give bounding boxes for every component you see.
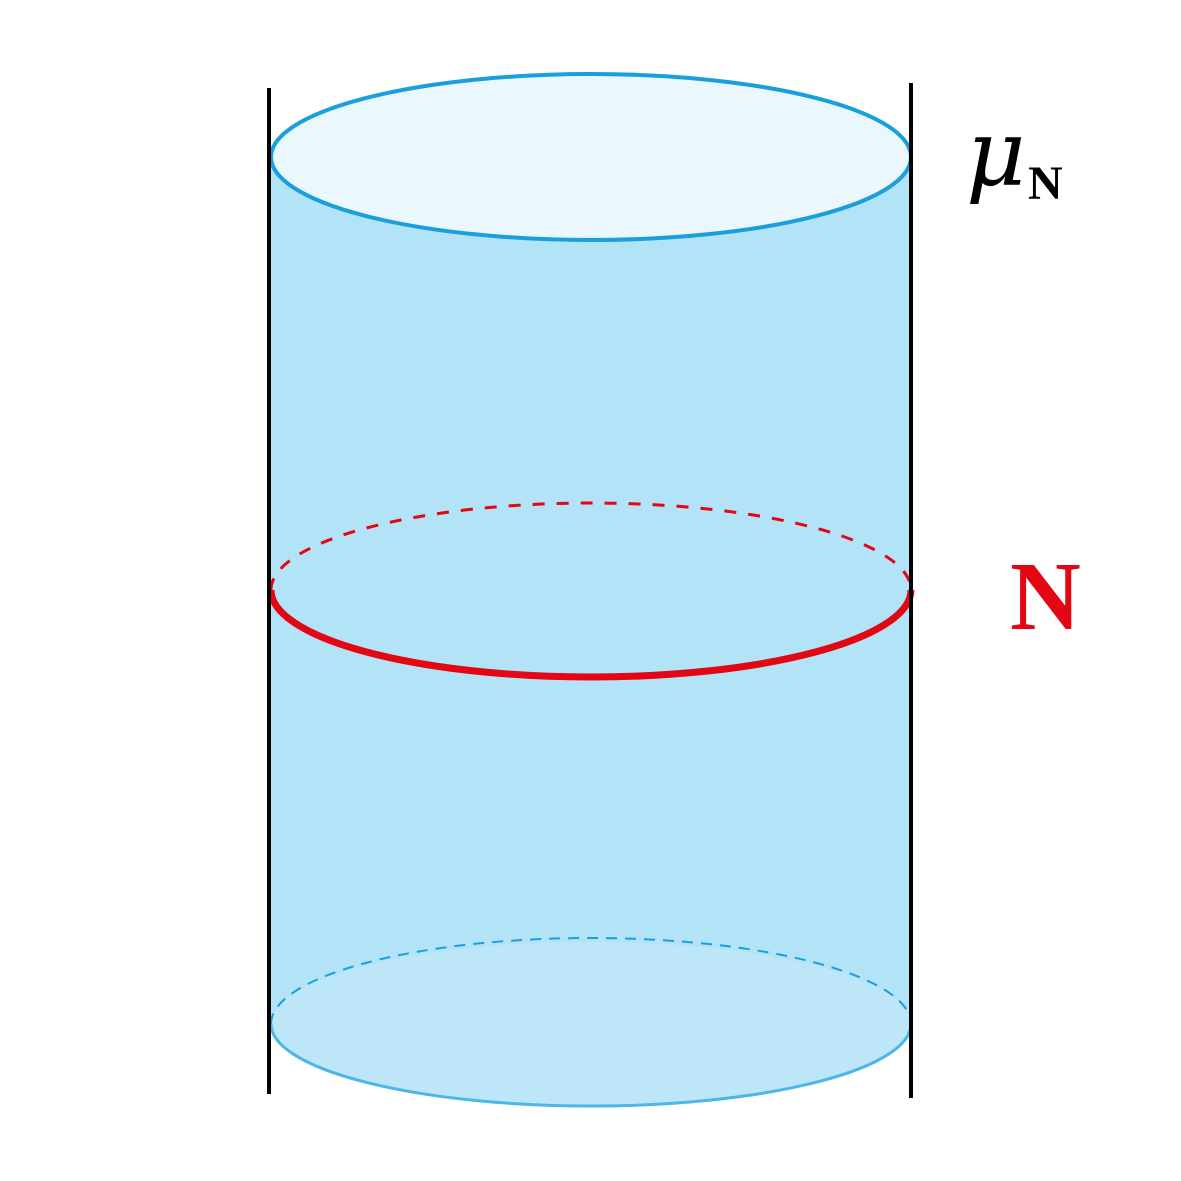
top-face	[269, 72, 913, 242]
slice-back	[269, 501, 913, 591]
slice-front	[267, 589, 915, 681]
slice-n-label: N	[1010, 543, 1081, 651]
bottom-rim-back	[270, 937, 912, 1025]
cylinder-body	[271, 157, 911, 1106]
bottom-rim-front	[269, 1023, 913, 1108]
mu-symbol-label: μ	[966, 100, 1026, 207]
bottom-base	[271, 942, 911, 1106]
mu-subscript-label: N	[1028, 157, 1063, 210]
